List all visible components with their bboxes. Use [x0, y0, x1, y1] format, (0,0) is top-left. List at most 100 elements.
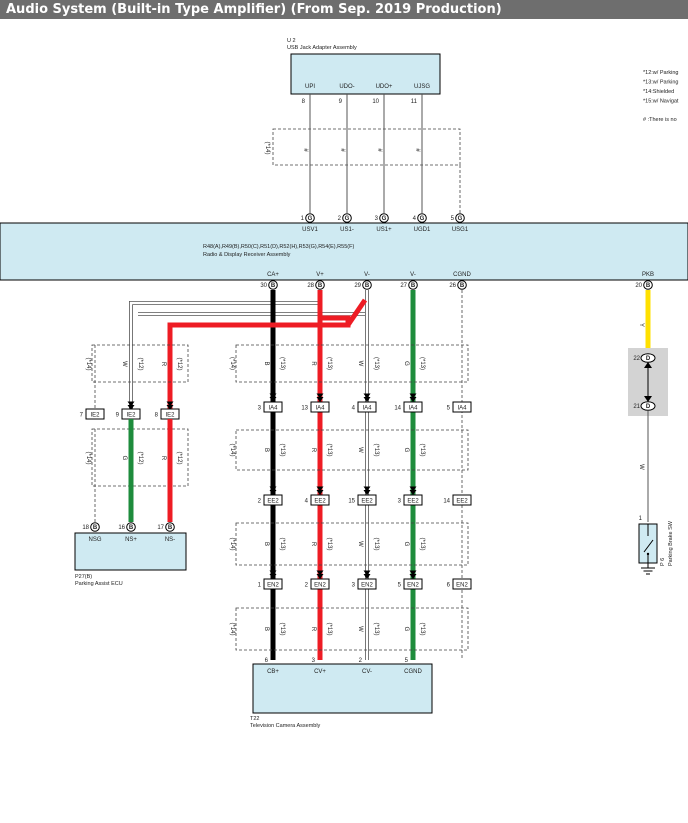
receiver-bottom-num: 26 [449, 283, 456, 289]
wire-note: (*13) [373, 443, 379, 456]
usb-pin-label: UJSG [414, 84, 430, 90]
parking-ecu-num: 16 [118, 525, 125, 531]
connector-ia4 [403, 401, 423, 413]
camera-box [252, 663, 433, 714]
connector-ee2-name: EE2 [314, 498, 326, 504]
receiver-top-label: US1+ [376, 227, 392, 233]
junction-d-num: 21 [633, 404, 640, 410]
arrow-2 [269, 486, 277, 492]
camera-pin-label: CV+ [314, 669, 326, 675]
arrow [316, 397, 324, 402]
arrow [127, 405, 135, 410]
usb-pin-num: 9 [339, 99, 343, 105]
arrow [409, 397, 417, 402]
parking-ecu-num: 18 [82, 525, 89, 531]
legend-note: *12:w/ Parking [643, 70, 678, 76]
shield-note: (*14) [85, 451, 91, 464]
connector-ia4-num: 4 [352, 405, 356, 411]
connector-en2-name: EN2 [361, 582, 373, 588]
wire-color-label: R [310, 542, 316, 547]
parking-ecu-ref: P27(B) [75, 574, 92, 580]
connector-ia4-num: 13 [301, 405, 308, 411]
connector-ee2-name: EE2 [407, 498, 419, 504]
usb-hash: # [414, 148, 420, 152]
parking-ecu-pin [126, 522, 136, 532]
wire-note: (*13) [326, 357, 332, 370]
shield-note: (*14) [229, 537, 235, 550]
camera-pin-label: CV- [362, 669, 372, 675]
connector-en2-name: EN2 [407, 582, 419, 588]
receiver-top-pin [417, 213, 427, 223]
white-wire-ie2-9 [129, 290, 322, 409]
connector-en2-name: EN2 [456, 582, 468, 588]
arrow [269, 574, 277, 579]
arrow-2 [316, 393, 324, 399]
arrow-2 [363, 486, 371, 492]
camera-shield-box [235, 522, 469, 566]
arrow-2 [409, 393, 417, 399]
connector-ia4-name: IA4 [408, 405, 418, 411]
receiver-top-pin [342, 213, 352, 223]
camera-shield-box [235, 429, 469, 471]
camera-ref: T22 [250, 716, 259, 722]
usb-pin-num: 10 [372, 99, 379, 105]
wire-note: (*13) [419, 622, 425, 635]
usb-hash: # [339, 148, 345, 152]
connector-ie2-name: IE2 [126, 412, 136, 418]
arrow-2 [409, 486, 417, 492]
camera-pin-num: 5 [405, 658, 409, 664]
title-bar: Audio System (Built-in Type Amplifier) (… [0, 0, 688, 19]
wire-note: (*13) [419, 357, 425, 370]
connector-en2-num: 2 [305, 582, 309, 588]
wire-color-label: G [403, 361, 409, 366]
connector-ia4-name: IA4 [457, 405, 467, 411]
receiver-top-pin [379, 213, 389, 223]
connector-ia4-name: IA4 [315, 405, 325, 411]
wire-color-label: B [263, 448, 269, 452]
connector-ia4 [357, 401, 377, 413]
receiver-bottom-pin-letter: B [460, 283, 465, 289]
receiver-bottom-num: 28 [307, 283, 314, 289]
white-wire-ie2-9-inner [129, 290, 322, 409]
receiver-bottom-pin [457, 280, 467, 290]
parking-ecu-label: NSG [88, 537, 101, 543]
parking-ecu-pin-letter: B [168, 525, 173, 531]
legend-note: *14:Shielded [643, 89, 674, 95]
parking-ecu-pin-letter: B [93, 525, 98, 531]
usb-jack-box [290, 53, 441, 95]
usb-hash: # [302, 148, 308, 152]
connector-en2-num: 3 [352, 582, 356, 588]
wire-color-label: R [160, 456, 166, 461]
wire-note: (*13) [419, 537, 425, 550]
parking-ecu-num: 17 [157, 525, 164, 531]
arrow [269, 490, 277, 495]
connector-ee2 [403, 494, 423, 506]
arrow-2 [166, 401, 174, 407]
connector-en2-name: EN2 [267, 582, 279, 588]
usb-shield-box [272, 128, 461, 166]
connector-ee2 [263, 494, 283, 506]
receiver-bottom-num: 29 [354, 283, 361, 289]
red-wire-cross [345, 298, 368, 327]
receiver-bottom-pin-letter: B [365, 283, 370, 289]
wire-color-label: B [263, 627, 269, 631]
camera-pin-num: 6 [265, 658, 269, 664]
receiver-top-num: 4 [413, 216, 417, 222]
arrow [166, 405, 174, 410]
connector-en2-name: EN2 [314, 582, 326, 588]
wire-note: (*12) [176, 357, 182, 370]
legend-note: *15:w/ Navigat [643, 99, 679, 105]
wire-note: (*13) [279, 622, 285, 635]
connector-ee2-num: 14 [443, 498, 450, 504]
receiver-top-pin-letter: G [420, 216, 425, 222]
legend-note: *13:w/ Parking [643, 80, 678, 86]
connector-ia4 [310, 401, 330, 413]
connector-en2 [452, 578, 472, 590]
receiver-top-num: 2 [338, 216, 342, 222]
connector-ia4-num: 3 [258, 405, 262, 411]
usb-name: USB Jack Adapter Assembly [287, 45, 357, 51]
camera-pin-label: CGND [404, 669, 422, 675]
wire-note: (*13) [279, 537, 285, 550]
connector-ia4-num: 5 [447, 405, 451, 411]
